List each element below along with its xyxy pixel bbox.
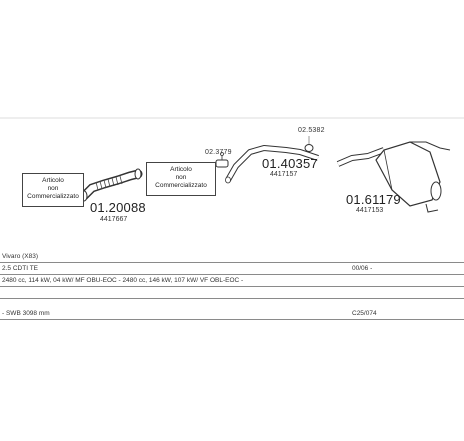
rear-muffler-part[interactable] <box>336 141 451 213</box>
production-date: 00/06 - <box>352 265 373 272</box>
table-row: 2480 cc, 114 kW, 04 kW/ MF OBU-EOC - 248… <box>0 275 464 287</box>
part-number-01-40357[interactable]: 01.40357 <box>262 156 318 171</box>
engine-specs: 2480 cc, 114 kW, 04 kW/ MF OBU-EOC - 248… <box>2 277 244 284</box>
part-number-02-5382[interactable]: 02.5382 <box>298 127 325 134</box>
not-marketed-box-left: Articolo non Commercializzato <box>22 173 84 207</box>
engine-name: 2.5 CDTI TE <box>2 265 39 272</box>
oem-number-4417157: 4417157 <box>270 171 298 178</box>
clamp-part[interactable] <box>215 152 229 168</box>
part-number-02-3779[interactable]: 02.3779 <box>205 149 232 156</box>
oem-number-4417667: 4417667 <box>100 216 128 223</box>
box-right-line3: Commercializzato <box>155 182 207 189</box>
box-left-line2: non <box>47 185 59 192</box>
table-row: Vivaro (X83) <box>0 251 464 263</box>
exhaust-diagram: Articolo non Commercializzato Articolo n… <box>0 117 464 223</box>
part-number-01-20088[interactable]: 01.20088 <box>90 200 146 215</box>
table-row: 2.5 CDTI TE 00/06 - <box>0 263 464 275</box>
hanger-part[interactable] <box>304 136 314 152</box>
part-number-01-61179[interactable]: 01.61179 <box>346 192 401 207</box>
box-left-line3: Commercializzato <box>27 193 79 200</box>
box-right-line1: Articolo <box>170 166 192 173</box>
catalog-code: C25/074 <box>352 310 377 317</box>
middle-pipe-part[interactable] <box>225 145 319 184</box>
oem-number-4417153: 4417153 <box>356 207 384 214</box>
not-marketed-box-right: Articolo non Commercializzato <box>146 162 216 196</box>
model-name: Vivaro (X83) <box>2 253 39 260</box>
wheelbase: - SWB 3098 mm <box>2 310 50 317</box>
exhaust-drawing <box>0 117 464 213</box>
table-row: - SWB 3098 mm C25/074 <box>0 308 464 320</box>
box-left-line1: Articolo <box>42 177 64 184</box>
flex-pipe-part[interactable] <box>79 168 143 202</box>
table-row <box>0 287 464 299</box>
box-right-line2: non <box>175 174 187 181</box>
